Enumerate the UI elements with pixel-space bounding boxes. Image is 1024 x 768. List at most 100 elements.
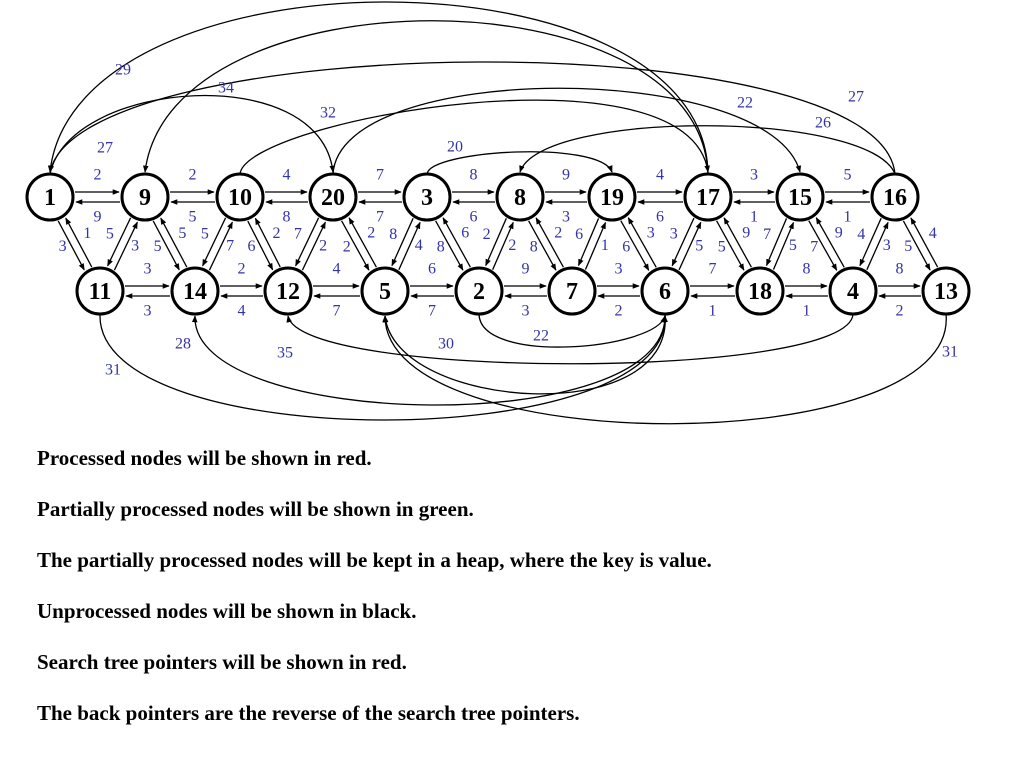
long-edges-layer xyxy=(47,1,947,425)
weight-11-to-6: 31 xyxy=(105,362,121,379)
weight-14-to-12: 2 xyxy=(238,261,246,278)
weight-13-to-4: 2 xyxy=(896,303,904,320)
node-label-20: 20 xyxy=(321,185,345,211)
node-circle-8 xyxy=(495,172,545,222)
node-label-15: 15 xyxy=(788,185,812,211)
node-label-6: 6 xyxy=(659,279,671,305)
note-partially-processed: Partially processed nodes will be shown … xyxy=(37,497,474,521)
node-20: 20 xyxy=(308,172,358,222)
weight-20-to-15: 22 xyxy=(737,95,753,112)
diag-edge-3-to-5 xyxy=(391,217,414,267)
weight-13-to-16: 5 xyxy=(904,238,912,255)
weight-7-to-8: 8 xyxy=(530,238,538,255)
diag-edge-13-to-16 xyxy=(910,217,939,268)
node-circle-12 xyxy=(263,266,313,316)
node-circle-9 xyxy=(120,172,170,222)
diag-edge-5-to-3 xyxy=(398,221,421,271)
node-label-2: 2 xyxy=(473,279,485,305)
weight-14-to-9: 5 xyxy=(154,238,162,255)
weight-18-to-6: 1 xyxy=(709,303,717,320)
weight-19-to-17: 4 xyxy=(656,167,664,184)
weight-17-to-18: 9 xyxy=(742,225,750,242)
long-edge-16-to-1 xyxy=(48,61,896,175)
node-10: 10 xyxy=(215,172,265,222)
diag-edge-5-to-20 xyxy=(348,217,377,268)
weight-4-to-18: 1 xyxy=(803,303,811,320)
weight-17-to-6: 5 xyxy=(695,237,703,254)
diag-edge-17-to-6 xyxy=(671,217,695,267)
weight-12-to-5: 4 xyxy=(333,261,341,278)
node-19: 19 xyxy=(587,172,637,222)
node-circle-14 xyxy=(170,266,220,316)
note-processed: Processed nodes will be shown in red. xyxy=(37,446,372,470)
weight-16-to-15: 1 xyxy=(844,209,852,226)
node-18: 18 xyxy=(735,266,785,316)
weight-17-to-9: 34 xyxy=(218,80,234,97)
edges-layer xyxy=(57,189,939,299)
node-circle-4 xyxy=(828,266,878,316)
weight-6-to-19: 6 xyxy=(622,238,630,255)
node-9: 9 xyxy=(120,172,170,222)
node-label-7: 7 xyxy=(566,279,578,305)
weight-4-to-16: 4 xyxy=(857,226,865,243)
node-label-11: 11 xyxy=(89,279,112,305)
weight-6-to-14: 28 xyxy=(175,336,191,353)
node-5: 5 xyxy=(360,266,410,316)
node-circle-15 xyxy=(775,172,825,222)
node-12: 12 xyxy=(263,266,313,316)
node-3: 3 xyxy=(402,172,452,222)
diag-edge-6-to-17 xyxy=(678,221,702,271)
weight-8-to-19: 9 xyxy=(562,167,570,184)
note-heap: The partially processed nodes will be ke… xyxy=(37,548,712,572)
long-edge-20-to-15 xyxy=(332,87,802,175)
weight-17-to-15: 3 xyxy=(750,167,758,184)
node-circle-10 xyxy=(215,172,265,222)
weight-9-to-10: 2 xyxy=(189,167,197,184)
weight-12-to-14: 4 xyxy=(238,303,246,320)
diag-edge-15-to-4 xyxy=(808,220,838,271)
weight-18-to-15: 7 xyxy=(763,226,771,243)
node-label-19: 19 xyxy=(600,185,624,211)
weight-2-to-7: 9 xyxy=(522,261,530,278)
node-circle-2 xyxy=(454,266,504,316)
weight-8-to-7: 2 xyxy=(554,225,562,242)
weight-11-to-14: 3 xyxy=(144,261,152,278)
node-14: 14 xyxy=(170,266,220,316)
node-label-8: 8 xyxy=(514,185,526,211)
weight-15-to-4: 9 xyxy=(835,225,843,242)
weight-10-to-20: 4 xyxy=(283,167,291,184)
diag-edge-15-to-18 xyxy=(765,218,788,267)
diag-edge-14-to-10 xyxy=(208,221,233,271)
diag-edge-2-to-3 xyxy=(442,217,471,268)
weight-11-to-1: 3 xyxy=(59,238,67,255)
diag-edge-8-to-2 xyxy=(485,218,507,267)
node-label-3: 3 xyxy=(421,185,433,211)
weight-13-to-5: 31 xyxy=(942,344,958,361)
weight-20-to-3: 7 xyxy=(376,167,384,184)
weight-5-to-12: 7 xyxy=(333,303,341,320)
weight-7-to-2: 3 xyxy=(522,303,530,320)
diag-edge-12-to-10 xyxy=(254,217,281,268)
weight-15-to-18: 5 xyxy=(789,237,797,254)
long-edge-4-to-12 xyxy=(286,313,854,365)
weight-1-to-11: 1 xyxy=(83,225,91,242)
weight-8-to-3: 6 xyxy=(470,209,478,226)
note-search-tree: Search tree pointers will be shown in re… xyxy=(37,650,407,674)
node-circle-3 xyxy=(402,172,452,222)
weight-3-to-20: 7 xyxy=(376,209,384,226)
weight-5-to-2: 6 xyxy=(428,261,436,278)
diag-edge-9-to-14 xyxy=(152,220,180,271)
weight-6-to-5: 30 xyxy=(438,336,454,353)
node-4: 4 xyxy=(828,266,878,316)
diag-edge-3-to-2 xyxy=(435,220,464,271)
weight-19-to-7: 1 xyxy=(601,237,609,254)
node-17: 17 xyxy=(683,172,733,222)
long-edge-16-to-8 xyxy=(519,125,896,175)
long-edge-3-to-19 xyxy=(426,151,613,175)
node-circle-1 xyxy=(25,172,75,222)
weight-2-to-8: 2 xyxy=(483,226,491,243)
diag-edge-11-to-9 xyxy=(113,221,138,271)
